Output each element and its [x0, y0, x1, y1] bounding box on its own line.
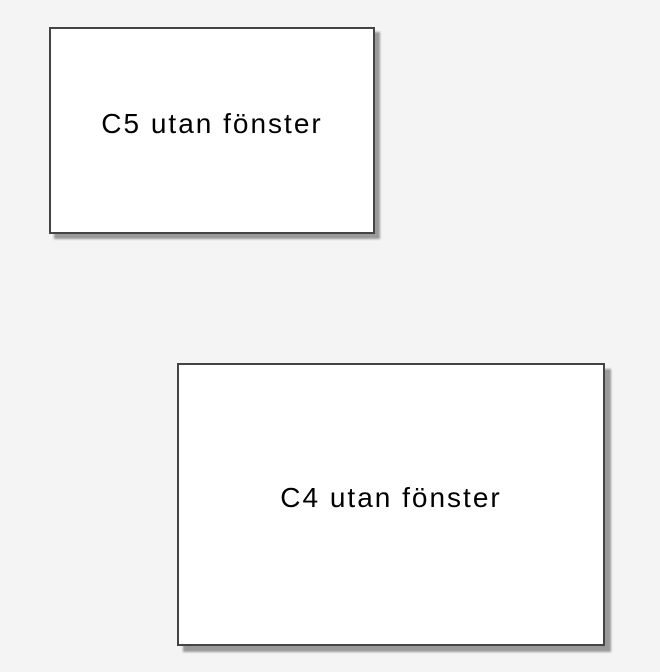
envelope-c5-card[interactable]: C5 utan fönster	[49, 27, 375, 234]
envelope-c4-card[interactable]: C4 utan fönster	[177, 363, 605, 646]
envelope-c5-label: C5 utan fönster	[101, 107, 323, 139]
envelope-c4-label: C4 utan fönster	[280, 481, 502, 513]
